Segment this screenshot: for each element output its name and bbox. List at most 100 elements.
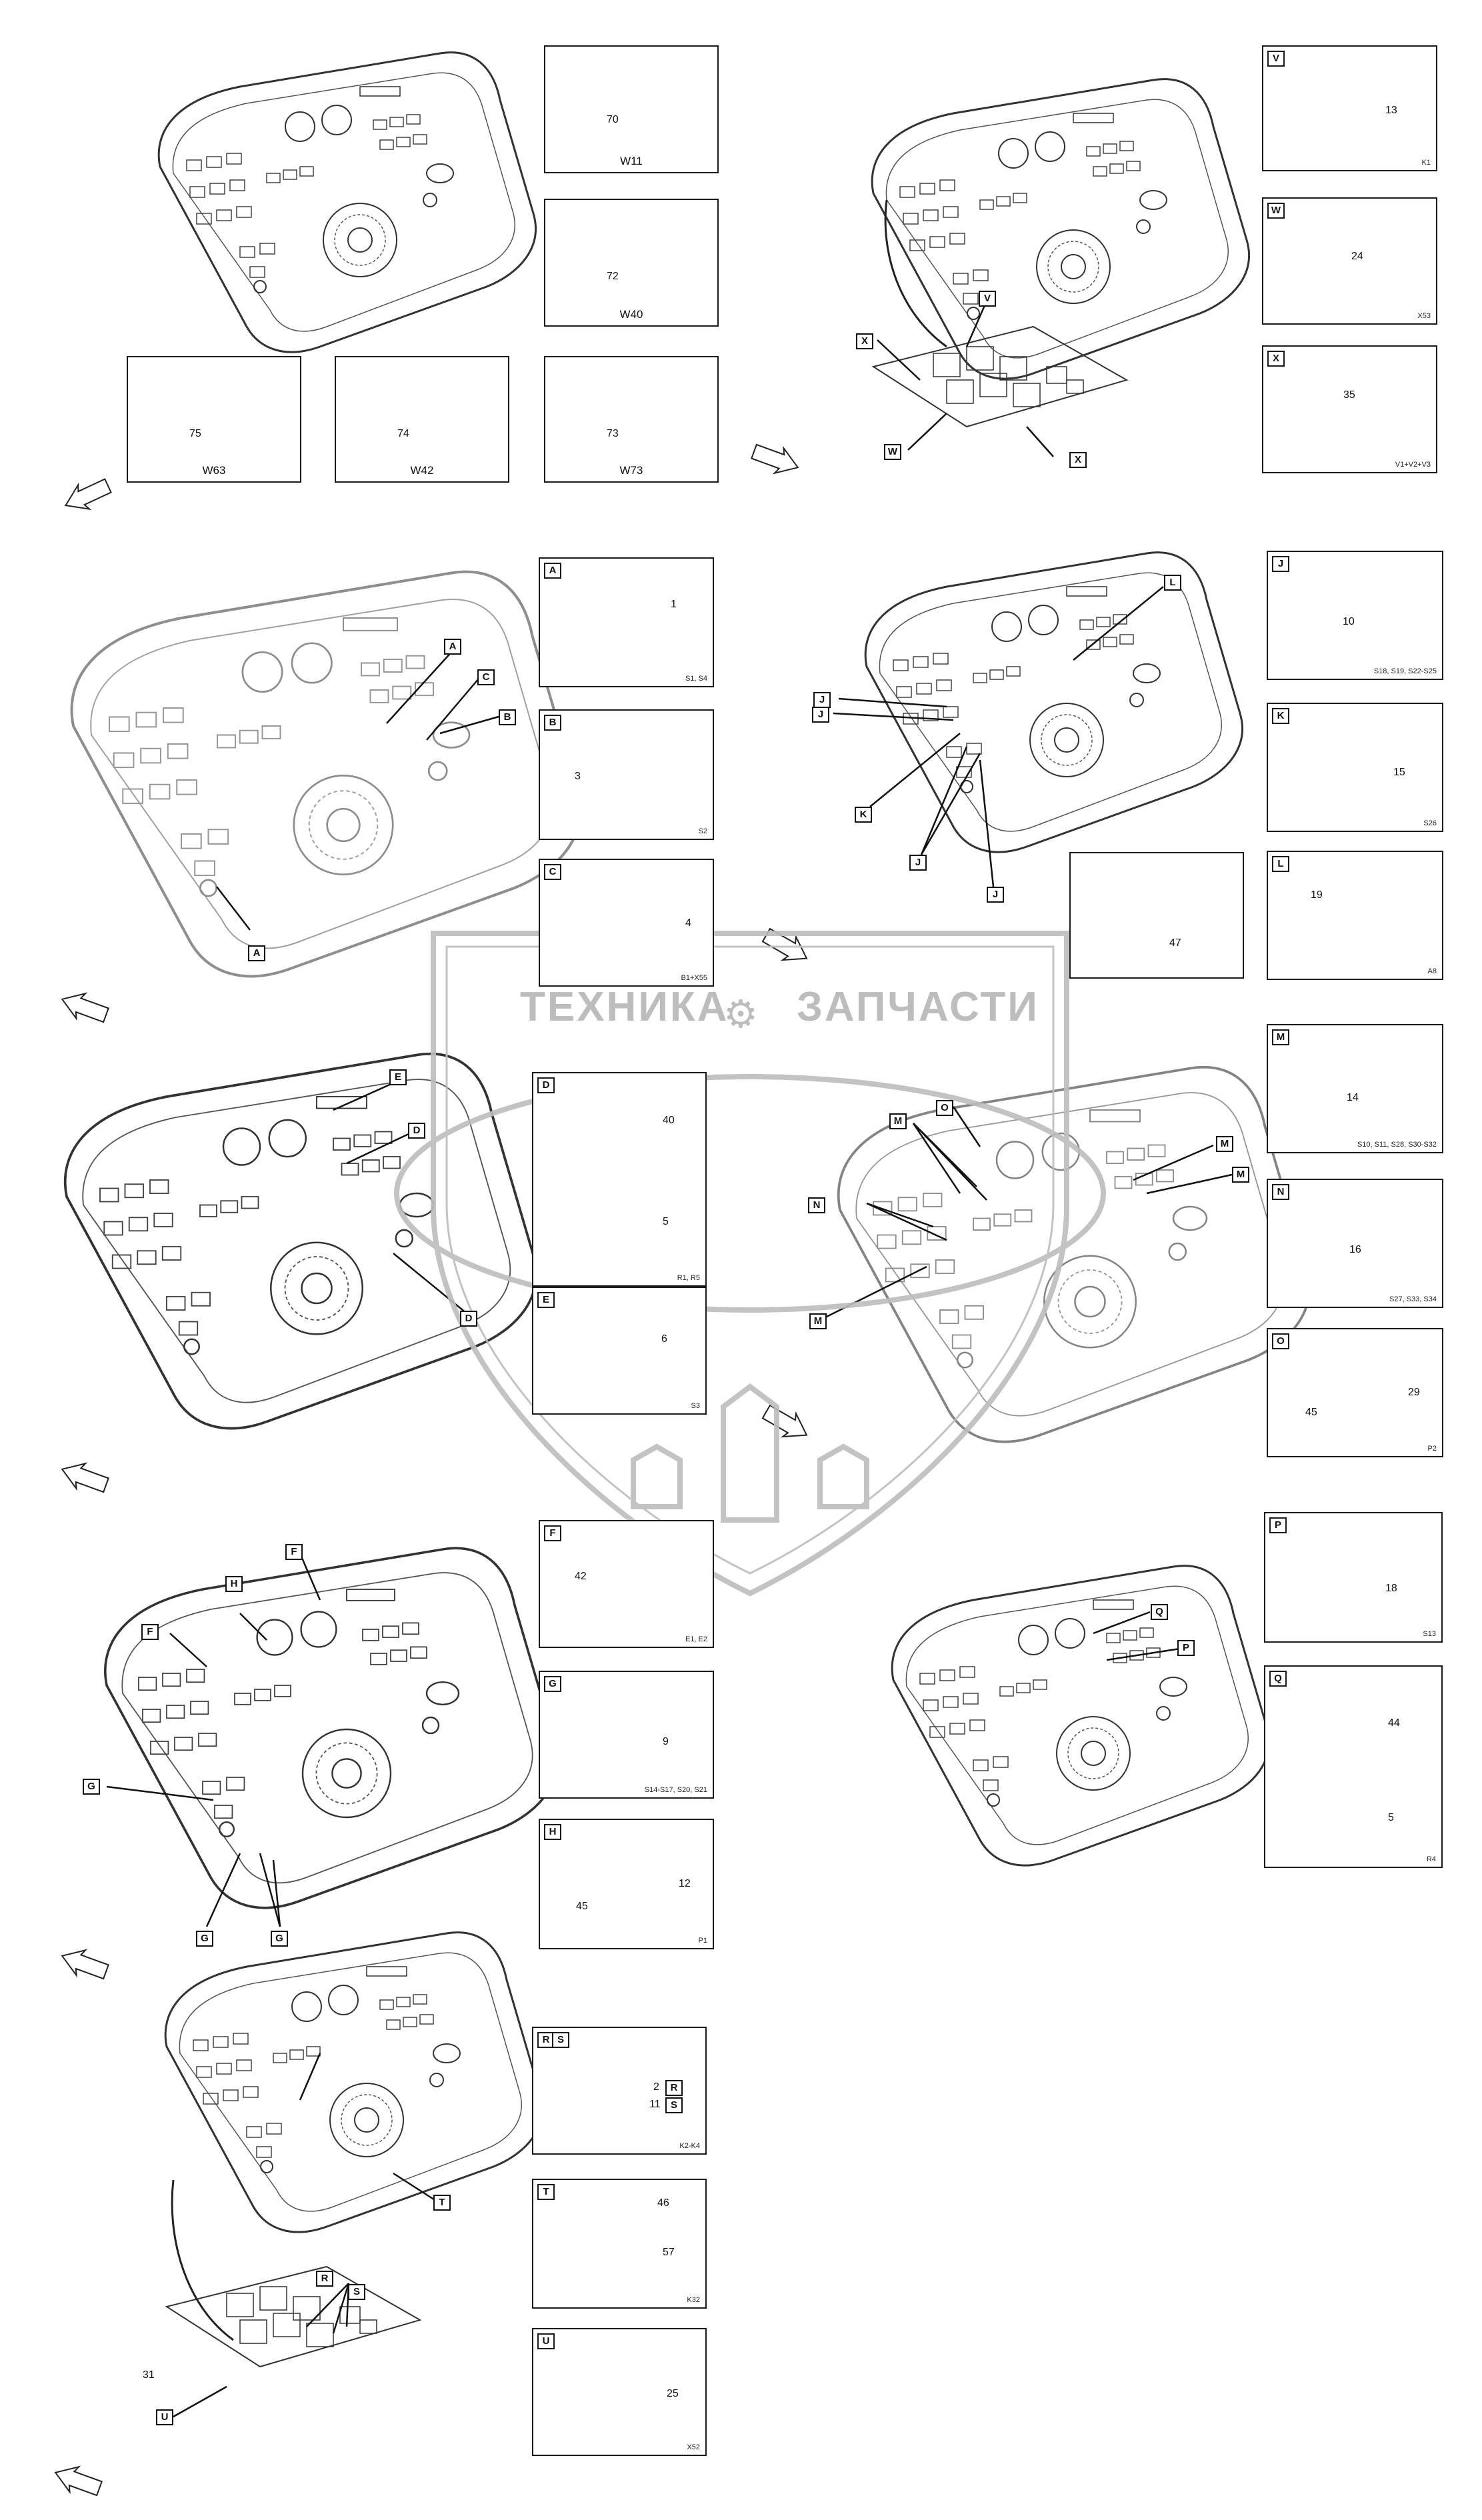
part-number: 35	[1343, 389, 1355, 401]
callout-b: B	[499, 709, 516, 725]
part-box-o: O 45 29 P2	[1267, 1328, 1443, 1457]
designation: R4	[1426, 1855, 1436, 1863]
part-box-d: D 40 5 R1, R5	[532, 1072, 707, 1287]
callout-g-2: G	[196, 1931, 213, 1947]
callout-j-1: J	[813, 692, 831, 708]
harness-box-w11: 70 W11	[544, 45, 719, 173]
callout-o: O	[936, 1100, 953, 1116]
console-m-n-o	[837, 1065, 1311, 1443]
callout-f-2: F	[141, 1624, 159, 1640]
box-letter: C	[544, 864, 561, 880]
inline-letter-s: S	[665, 2097, 683, 2113]
part-number: 10	[1343, 616, 1355, 627]
box-letter: T	[537, 2184, 555, 2200]
console-bottom	[164, 1931, 544, 2233]
part-box-rs: R S 2 11 R S K2-K4	[532, 2027, 707, 2155]
designation: X52	[687, 2443, 700, 2451]
callout-h: H	[225, 1576, 243, 1592]
callout-f-1: F	[285, 1544, 303, 1560]
callout-n: N	[808, 1197, 825, 1213]
pcb-top-right	[873, 326, 1127, 427]
part-number: 1	[671, 599, 677, 610]
harness-box-w73: 73 W73	[544, 356, 719, 483]
callout-m-1: M	[889, 1113, 907, 1129]
box-letter: H	[544, 1824, 561, 1840]
box-letter: P	[1269, 1517, 1287, 1533]
part-number-bottom: 5	[663, 1216, 669, 1227]
part-box-g: G 9 S14-S17, S20, S21	[539, 1671, 714, 1799]
callout-a-lower: A	[248, 945, 265, 961]
callout-m-3: M	[1216, 1136, 1233, 1152]
part-number: 47	[1169, 937, 1181, 949]
designation: R1, R5	[677, 1274, 700, 1282]
harness-box-w42: 74 W42	[335, 356, 509, 483]
console-top-right	[871, 78, 1251, 380]
watermark-left-text: ТЕХНИКА	[520, 984, 729, 1030]
harness-label: W73	[619, 464, 643, 477]
callout-s: S	[348, 2284, 365, 2300]
console-j-k-l	[864, 551, 1244, 853]
part-box-w: W 24 X53	[1262, 197, 1437, 325]
designation: K2-K4	[679, 2142, 700, 2150]
inline-letter-r: R	[665, 2080, 683, 2096]
box-letter: K	[1272, 708, 1289, 724]
box-letter: A	[544, 563, 561, 579]
box-letter: U	[537, 2333, 555, 2349]
part-number-a: 2	[653, 2081, 659, 2093]
box-letter: W	[1267, 203, 1285, 219]
box-letter: G	[544, 1676, 561, 1692]
harness-label: W42	[410, 464, 434, 477]
designation: K1	[1421, 159, 1431, 167]
watermark-shield	[394, 931, 1106, 1597]
pcb-bottom	[166, 2266, 421, 2367]
part-number-b: 12	[679, 1878, 691, 1889]
part-box-j: J 10 S18, S19, S22-S25	[1267, 551, 1443, 680]
callout-w: W	[884, 444, 901, 460]
part-number-b: 29	[1408, 1387, 1420, 1398]
harness-label: W11	[620, 155, 643, 167]
overlay-panel-box: 47	[1069, 852, 1244, 979]
designation: S1, S4	[685, 675, 707, 683]
part-box-b: B 3 S2	[539, 709, 714, 840]
part-number: 24	[1351, 251, 1363, 262]
part-number-bottom: 5	[1388, 1812, 1394, 1823]
part-box-t: T 46 57 K32	[532, 2179, 707, 2309]
callout-v: V	[979, 291, 996, 307]
designation: B1+X55	[681, 974, 707, 982]
callout-k: K	[855, 807, 872, 823]
part-number: 75	[189, 428, 201, 439]
part-number: 70	[607, 114, 619, 125]
box-letter: B	[544, 715, 561, 731]
designation: S3	[691, 1402, 700, 1410]
part-number: 74	[397, 428, 409, 439]
box-letter: V	[1267, 51, 1285, 67]
box-letter: Q	[1269, 1671, 1287, 1687]
part-box-e: E 6 S3	[532, 1287, 707, 1415]
callout-l: L	[1164, 575, 1181, 591]
harness-label: W40	[619, 308, 643, 321]
callout-e: E	[389, 1069, 407, 1085]
callout-x-1: X	[856, 333, 873, 349]
designation: S14-S17, S20, S21	[644, 1786, 707, 1794]
part-box-h: H 45 12 P1	[539, 1819, 714, 1949]
designation: A8	[1427, 967, 1437, 975]
part-number: 13	[1385, 105, 1397, 116]
part-number: 9	[663, 1736, 669, 1747]
part-number-bottom: 57	[663, 2247, 675, 2258]
designation: V1+V2+V3	[1395, 461, 1431, 469]
callout-j-4: J	[987, 887, 1004, 903]
part-number: 73	[607, 428, 619, 439]
callout-d-1: D	[408, 1123, 425, 1139]
part-number-a: 45	[1305, 1407, 1317, 1418]
callout-g-1: G	[83, 1779, 100, 1795]
part-number: 3	[575, 771, 581, 782]
part-number: 42	[575, 1571, 587, 1582]
console-d-e	[63, 1052, 538, 1430]
watermark-gear-icon: ⚙	[723, 991, 758, 1037]
watermark-right-text: ЗАПЧАСТИ	[797, 984, 1039, 1030]
harness-box-w63: 75 W63	[127, 356, 301, 483]
callout-p: P	[1177, 1640, 1195, 1656]
designation: P2	[1427, 1445, 1437, 1453]
part-number: 16	[1349, 1244, 1361, 1255]
harness-box-w40: 72 W40	[544, 199, 719, 327]
